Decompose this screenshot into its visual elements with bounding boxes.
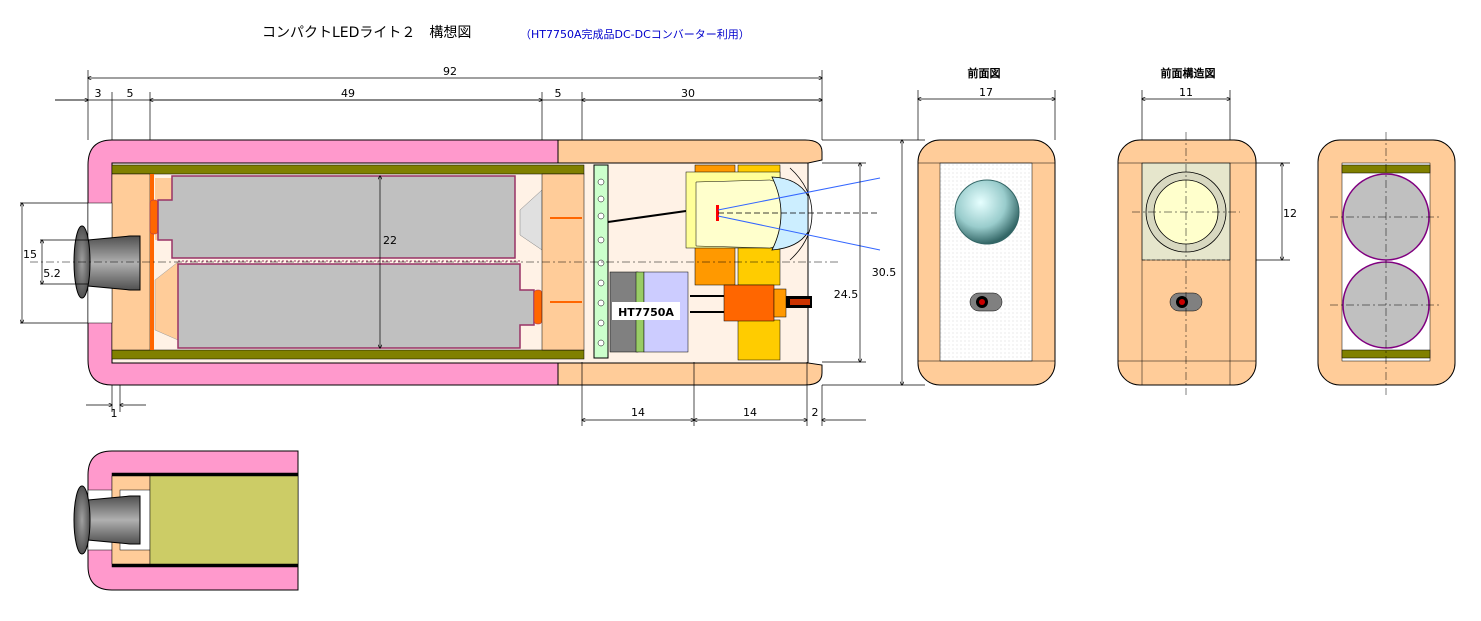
dim-gap: 5 bbox=[555, 87, 562, 100]
partial-wall-bottom bbox=[112, 564, 298, 567]
led-wire bbox=[607, 210, 687, 223]
dim-battery-length: 49 bbox=[341, 87, 355, 100]
rear-contact bbox=[150, 174, 154, 350]
tube-wall-bottom bbox=[111, 349, 585, 360]
dimension-lines bbox=[20, 70, 1290, 426]
upper-contact-nub bbox=[149, 199, 159, 235]
dim-front-width: 17 bbox=[979, 86, 993, 99]
dim-led-span: 14 bbox=[743, 406, 757, 419]
side-view: HT7750A bbox=[30, 139, 881, 386]
lower-contact-nub bbox=[533, 289, 543, 325]
structure-view-label: 前面構造図 bbox=[1161, 66, 1216, 80]
front-view-label: 前面図 bbox=[968, 66, 1001, 80]
tube-wall-top bbox=[111, 164, 585, 175]
switch-socket bbox=[723, 284, 775, 322]
dim-switch-inner: 5.2 bbox=[43, 267, 61, 280]
battery-lower bbox=[177, 263, 535, 349]
dim-wall: 1 bbox=[111, 407, 118, 420]
switch-lever-core bbox=[790, 299, 810, 305]
dim-structure-width: 11 bbox=[1179, 86, 1193, 99]
dim-total-length: 92 bbox=[443, 65, 457, 78]
battery-upper bbox=[157, 175, 516, 259]
dim-inner-height: 24.5 bbox=[834, 288, 859, 301]
dim-battery-height: 22 bbox=[383, 234, 397, 247]
lens-outer bbox=[789, 167, 813, 261]
lens bbox=[771, 176, 809, 251]
switch-socket-2 bbox=[773, 288, 787, 318]
front-lens bbox=[954, 179, 1020, 245]
dim-structure-height: 12 bbox=[1283, 207, 1297, 220]
dim-end-cap: 3 bbox=[95, 87, 102, 100]
battery-end-view bbox=[1317, 132, 1456, 395]
dim-lens-gap: 2 bbox=[812, 406, 819, 419]
dim-converter-span: 14 bbox=[631, 406, 645, 419]
dimension-labels: 92 3 5 49 5 30 22 15 5.2 1 24.5 30.5 14 … bbox=[23, 65, 1297, 420]
front-structure-view: 前面構造図 bbox=[1117, 66, 1257, 395]
led-emitter bbox=[716, 205, 719, 221]
partial-section-view bbox=[73, 450, 299, 591]
switch-button bbox=[87, 235, 141, 291]
chip-label: HT7750A bbox=[618, 306, 674, 319]
partial-wall-top bbox=[112, 473, 298, 476]
partial-knob bbox=[73, 485, 91, 555]
chip-label-bg bbox=[612, 302, 680, 320]
led-block-3 bbox=[737, 319, 781, 361]
dim-head-length: 30 bbox=[681, 87, 695, 100]
partial-battery bbox=[149, 475, 299, 565]
page-subtitle: （HT7750A完成品DC-DCコンバーター利用） bbox=[520, 28, 750, 41]
front-view: 前面図 bbox=[917, 66, 1056, 386]
dim-outer-height: 30.5 bbox=[872, 266, 897, 279]
dim-switch-height: 15 bbox=[23, 248, 37, 261]
page-title: コンパクトLEDライト２ 構想図 bbox=[262, 25, 472, 41]
board-pins bbox=[597, 178, 605, 347]
light-rays bbox=[717, 177, 881, 251]
partial-switch bbox=[87, 495, 141, 545]
dim-spring-section: 5 bbox=[127, 87, 134, 100]
